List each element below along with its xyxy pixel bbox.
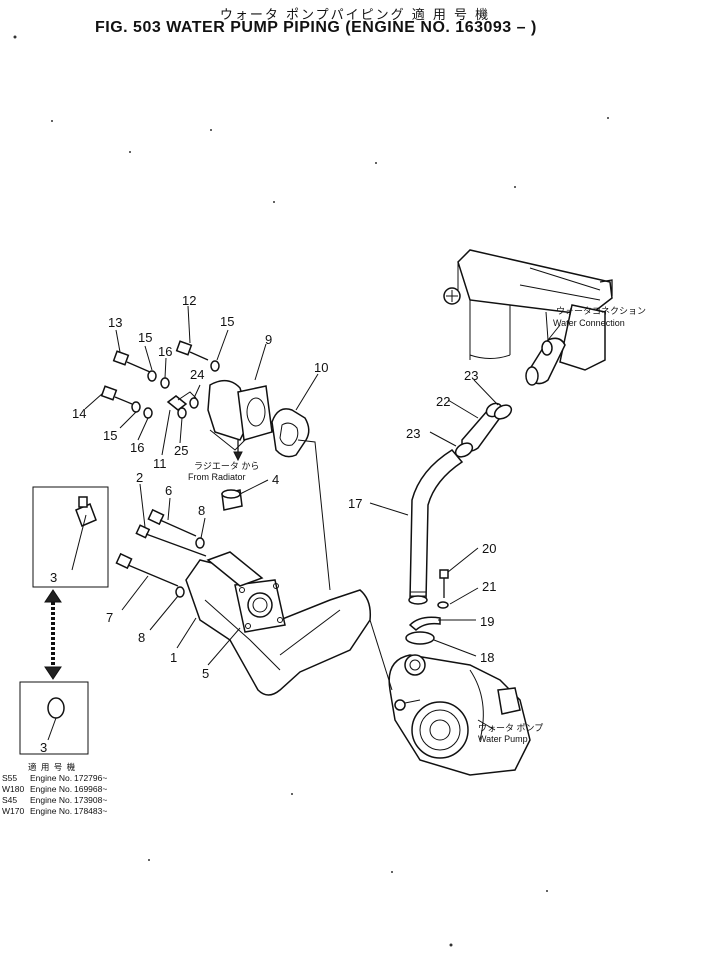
callout-20: 20 (482, 541, 496, 556)
number-cell: 169968~ (74, 784, 108, 794)
water-pump-drawing (388, 654, 531, 776)
from-radiator-label-jp: ラジエータ から (194, 461, 259, 471)
callout-3: 3 (50, 570, 57, 585)
callout-11: 11 (153, 456, 167, 471)
callout-9: 9 (265, 332, 272, 347)
double-arrow (44, 589, 62, 680)
from-radiator-arrow (233, 440, 243, 462)
callout-6: 6 (165, 483, 172, 498)
engine-cell: Engine No. (30, 795, 73, 805)
engine-cell: Engine No. (30, 806, 73, 816)
callout-10: 10 (314, 360, 328, 375)
callout-21: 21 (482, 579, 496, 594)
callout-7: 7 (106, 610, 113, 625)
hose-22-drawing (454, 402, 513, 458)
callout-16: 16 (158, 344, 172, 359)
callout-15: 15 (103, 428, 117, 443)
inset-part-3-lower (19, 681, 89, 755)
callout-18: 18 (480, 650, 494, 665)
callout-22: 22 (436, 394, 450, 409)
engine-cell: Engine No. (30, 784, 73, 794)
leader-lines (84, 305, 549, 731)
bolts-left-cluster (100, 340, 220, 419)
bolts-lower-cluster (115, 508, 207, 598)
water-connection-drawing (525, 324, 566, 386)
number-cell: 178483~ (74, 806, 108, 816)
model-cell: W180 (2, 784, 25, 794)
callout-14: 14 (72, 406, 86, 421)
callout-19: 19 (480, 614, 494, 629)
callout-23: 23 (464, 368, 478, 383)
callout-16: 16 (130, 440, 144, 455)
water-pump-label: Water Pump (478, 734, 528, 744)
callout-12: 12 (182, 293, 196, 308)
table-row: S45 Engine No.173908~ (2, 795, 107, 806)
model-cell: S55 (2, 773, 18, 783)
callout-5: 5 (202, 666, 209, 681)
callout-15: 15 (220, 314, 234, 329)
water-pump-label-jp: ウォータ ポンプ (478, 723, 543, 733)
model-cell: W170 (2, 806, 25, 816)
callout-4: 4 (272, 472, 279, 487)
callout-25: 25 (174, 443, 188, 458)
number-cell: 173908~ (74, 795, 108, 805)
number-cell: 172796~ (74, 773, 108, 783)
engine-cell: Engine No. (30, 773, 73, 783)
small-parts-right (405, 569, 449, 645)
callout-24: 24 (190, 367, 204, 382)
callout-8: 8 (198, 503, 205, 518)
model-cell: S45 (2, 795, 18, 805)
callout-8: 8 (138, 630, 145, 645)
elbow-9-drawing (207, 379, 273, 451)
scan-specks (13, 35, 609, 947)
figure-title-japanese: ウォータ ポンプパイピング 適 用 号 機 (219, 8, 491, 23)
callout-1: 1 (170, 650, 177, 665)
pipe-17-drawing (408, 449, 464, 605)
fitting-4-drawing (221, 489, 243, 511)
table-row: W180 Engine No.169968~ (2, 784, 107, 795)
from-radiator-label: From Radiator (188, 472, 246, 482)
pipe-1-drawing (185, 551, 393, 696)
callout-17: 17 (348, 496, 362, 511)
callout-2: 2 (136, 470, 143, 485)
inset-part-3-upper (32, 486, 109, 588)
callout-23: 23 (406, 426, 420, 441)
engine-head-drawing (443, 249, 613, 371)
callout-15: 15 (138, 330, 152, 345)
table-row: S55 Engine No.172796~ (2, 773, 107, 784)
figure-title: FIG. 503 WATER PUMP PIPING (ENGINE NO. 1… (95, 19, 537, 36)
gasket-10-drawing (271, 408, 331, 591)
applicable-engines-header: 適 用 号 機 (28, 762, 77, 772)
callout-13: 13 (108, 315, 122, 330)
water-connection-label: Water Connection (553, 318, 625, 328)
water-connection-label-jp: ウォータコネクション (556, 306, 646, 316)
callout-3: 3 (40, 740, 47, 755)
table-row: W170 Engine No.178483~ (2, 806, 107, 817)
